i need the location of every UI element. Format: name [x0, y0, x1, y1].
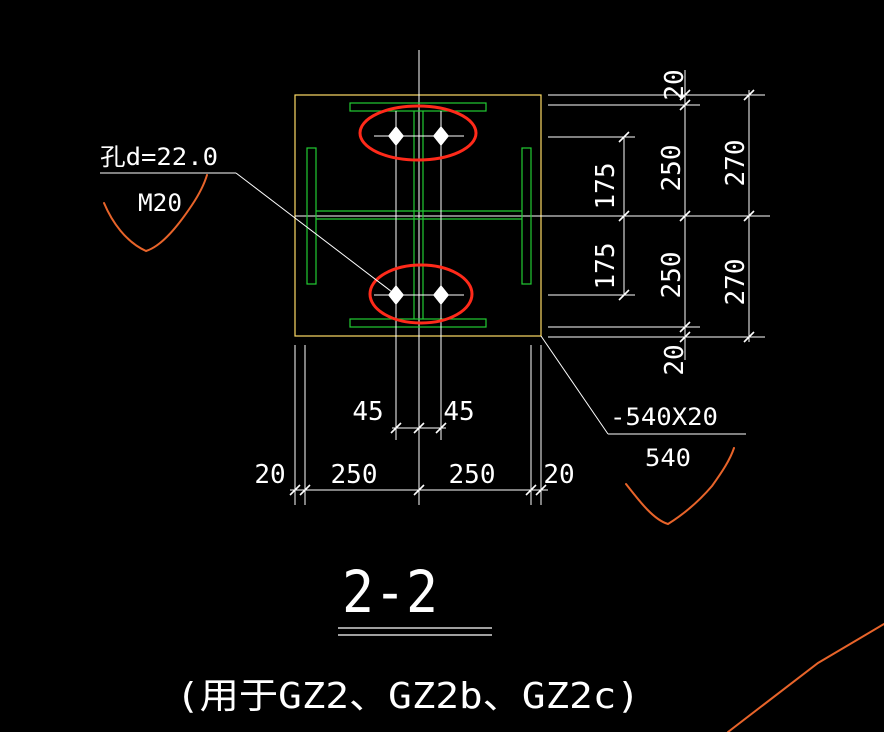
dim-right-mid-top: 250: [657, 145, 687, 192]
orange-markup-strokes: [103, 174, 884, 732]
dim-bottom-bolt-right: 45: [443, 397, 474, 427]
dim-right-inner-bottom: 175: [591, 243, 621, 290]
dim-bottom-bolt-left: 45: [352, 397, 383, 427]
orange-markup-curve-left: [103, 174, 208, 253]
usage-note: (用于GZ2、GZ2b、GZ2c): [176, 676, 640, 717]
dim-right-inner-top: 175: [591, 163, 621, 210]
bolt-hole: [433, 285, 449, 305]
plate-width-label: 540: [645, 444, 691, 472]
hole-label-leader: [100, 172, 397, 296]
plate-spec-label: -540X20: [610, 403, 718, 431]
dim-right-outer-bottom: 270: [721, 259, 751, 306]
bottom-dimension-lines: [289, 345, 548, 505]
dim-bottom-half-left: 250: [331, 460, 378, 490]
bolt-hole: [388, 126, 404, 146]
orange-markup-curve-right: [625, 447, 735, 526]
orange-markup-line-corner: [727, 623, 884, 732]
plate-label-leader: [540, 335, 746, 435]
left-flange: [306, 147, 317, 285]
bolt-hole: [433, 126, 449, 146]
dim-right-outer-top: 270: [721, 140, 751, 187]
bottom-flange: [349, 318, 487, 328]
right-flange: [521, 147, 532, 285]
steel-section: [306, 102, 532, 328]
section-title: 2-2: [342, 558, 438, 626]
dim-right-mid-bottom: 250: [657, 252, 687, 299]
hole-label: 孔d=22.0: [100, 143, 218, 171]
dim-bottom-edge-right: 20: [543, 460, 574, 490]
right-dimension-lines: [548, 70, 765, 360]
dim-bottom-half-right: 250: [449, 460, 496, 490]
dim-right-edge-top: 20: [660, 69, 690, 100]
dim-right-edge-bottom: 20: [660, 344, 690, 375]
red-markup-ellipse-bottom: [368, 263, 474, 325]
top-flange: [349, 102, 487, 112]
red-markup-ellipse-top: [358, 104, 478, 162]
bolt-label: M20: [138, 189, 182, 217]
dim-bottom-edge-left: 20: [254, 460, 285, 490]
